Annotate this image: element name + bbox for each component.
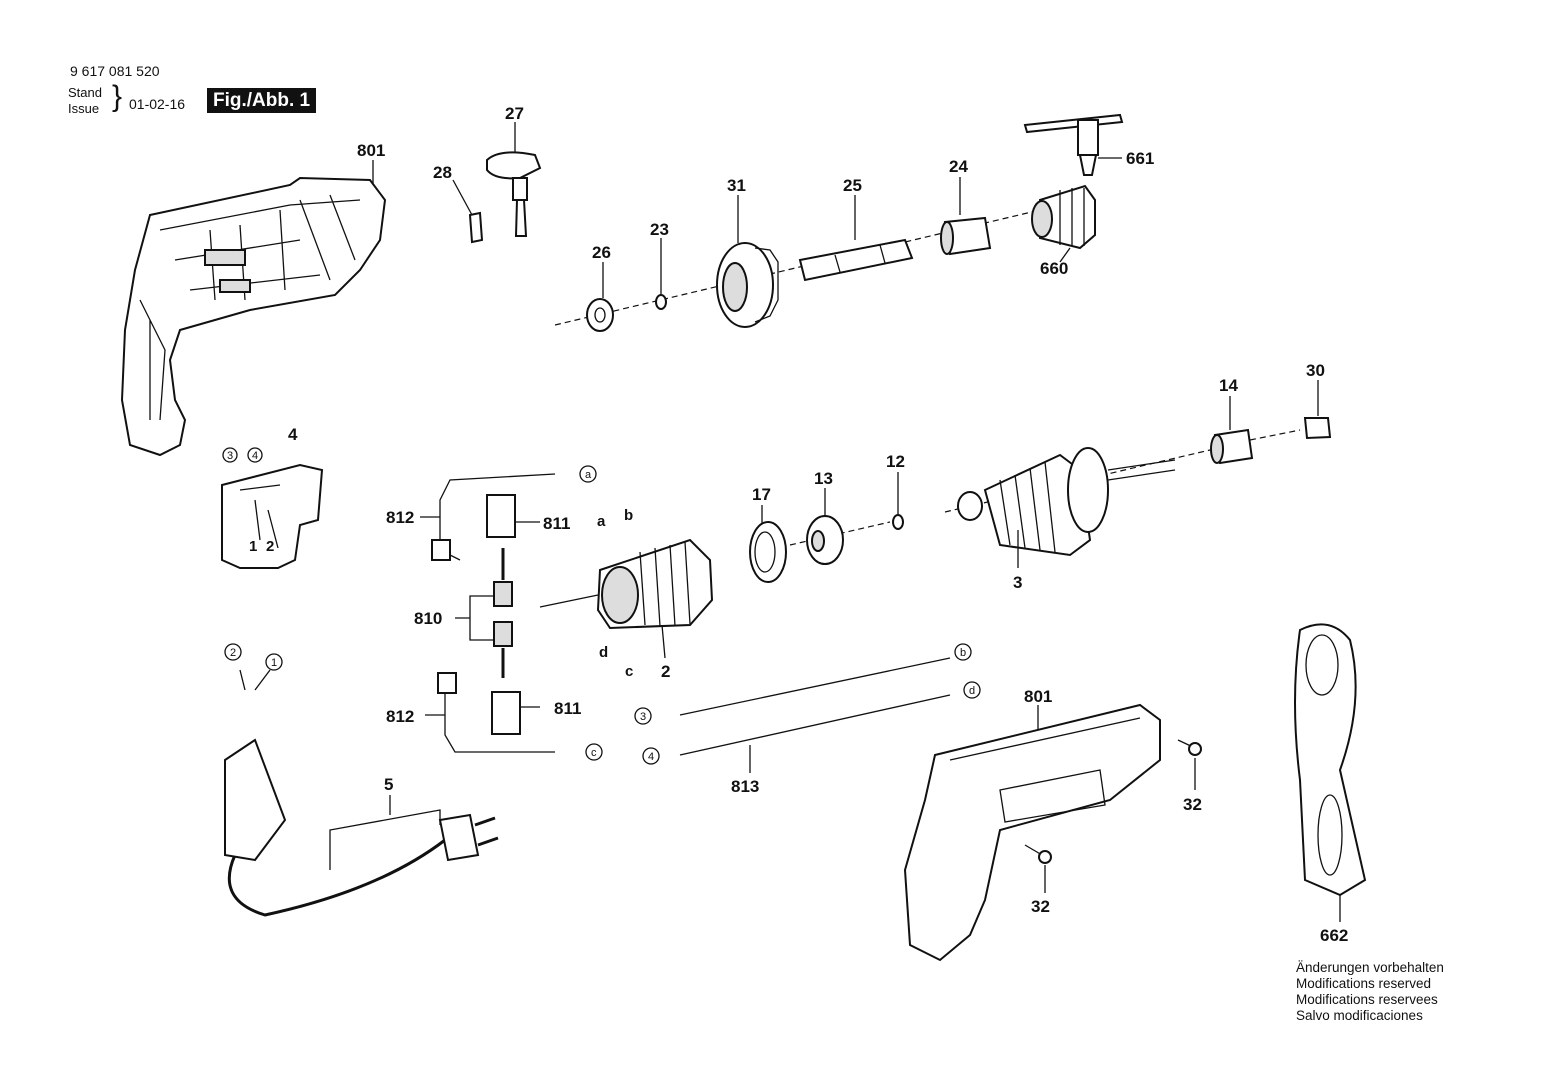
- label-813: 813: [731, 777, 759, 796]
- switch-terminal-2: 2: [266, 538, 274, 555]
- label-3: 3: [1013, 573, 1022, 592]
- pad-30: [1303, 417, 1332, 440]
- label-662: 662: [1320, 926, 1348, 945]
- label-4: 4: [288, 425, 298, 444]
- label-b: b: [624, 507, 633, 524]
- wire-812-top: [420, 473, 556, 561]
- washer-23: [655, 294, 667, 310]
- fan-17: [749, 521, 787, 583]
- label-24: 24: [949, 157, 968, 176]
- label-661: 661: [1126, 149, 1154, 168]
- label-13: 13: [814, 469, 833, 488]
- label-31: 31: [727, 176, 746, 195]
- bearing-24: [940, 216, 992, 256]
- note-es: Salvo modificaciones: [1296, 1008, 1423, 1023]
- callout-c: c: [591, 747, 597, 759]
- screw-32-right: [1177, 739, 1202, 756]
- screw-32-left: [1024, 844, 1052, 864]
- label-660: 660: [1040, 259, 1068, 278]
- stator-2: [539, 538, 714, 630]
- label-12: 12: [886, 452, 905, 471]
- chuck-key-661: [1023, 113, 1124, 176]
- brush-holder-811-bottom: [491, 691, 540, 735]
- callout-b: b: [960, 647, 966, 659]
- label-23: 23: [650, 220, 669, 239]
- note-en: Modifications reserved: [1296, 976, 1432, 991]
- label-27: 27: [505, 104, 524, 123]
- callout-d: d: [969, 685, 975, 697]
- washer-12: [892, 514, 904, 530]
- note-fr: Modifications reservees: [1296, 992, 1438, 1007]
- selector-knob-27: [486, 151, 542, 237]
- figure-badge: Fig./Abb. 1: [207, 88, 317, 113]
- label-801-top: 801: [357, 141, 385, 160]
- brush-holder-811-top: [486, 494, 540, 538]
- issue-label: Issue: [68, 101, 100, 116]
- modification-notes: Änderungen vorbehalten Modifications res…: [1296, 960, 1444, 1024]
- housing-801-bottom: [903, 703, 1161, 962]
- label-32-left: 32: [1031, 897, 1050, 916]
- label-26: 26: [592, 243, 611, 262]
- switch-terminal-4: 4: [252, 450, 258, 462]
- label-2: 2: [661, 662, 670, 681]
- switch-terminal-3: 3: [227, 450, 233, 462]
- label-28: 28: [433, 163, 452, 182]
- wire-812-bottom: [425, 672, 555, 753]
- stand-label: Stand: [68, 85, 102, 100]
- pin-28: [468, 211, 484, 244]
- switch-4: [221, 463, 324, 569]
- label-811-bottom: 811: [554, 699, 581, 718]
- wire-terminal-3: 3: [640, 711, 646, 723]
- housing-801-top: [120, 176, 387, 457]
- callout-circles: [222, 447, 981, 765]
- chuck-660: [1031, 184, 1096, 250]
- carbon-brushes-810: [455, 548, 513, 678]
- bearing-14: [1210, 428, 1254, 465]
- cord-terminal-1: 1: [271, 657, 277, 669]
- nut-26: [586, 298, 614, 332]
- power-cord-5: [224, 669, 499, 917]
- callout-a: a: [585, 469, 592, 481]
- brace-glyph: }: [112, 80, 123, 113]
- label-a: a: [597, 513, 606, 530]
- label-30: 30: [1306, 361, 1325, 380]
- pinion-13: [806, 515, 844, 565]
- cord-terminal-2: 2: [230, 647, 236, 659]
- label-d: d: [599, 644, 608, 661]
- label-32-right: 32: [1183, 795, 1202, 814]
- label-811-top: 811: [543, 514, 570, 533]
- armature-3: [957, 447, 1176, 557]
- label-c: c: [625, 663, 633, 680]
- label-812-bottom: 812: [386, 707, 414, 726]
- label-17: 17: [752, 485, 771, 504]
- auxiliary-handle-662: [1294, 623, 1367, 897]
- label-810: 810: [414, 609, 442, 628]
- note-de: Änderungen vorbehalten: [1296, 960, 1444, 975]
- label-5: 5: [384, 775, 393, 794]
- label-801-bottom: 801: [1024, 687, 1052, 706]
- spindle-25: [798, 238, 914, 282]
- issue-date: 01-02-16: [129, 96, 186, 112]
- label-14: 14: [1219, 376, 1238, 395]
- wire-terminal-4: 4: [648, 751, 654, 763]
- label-25: 25: [843, 176, 862, 195]
- document-number: 9 617 081 520: [70, 63, 160, 79]
- switch-terminal-1: 1: [249, 538, 257, 555]
- gear-31: [716, 242, 779, 328]
- wires-813: [679, 657, 951, 773]
- leader-lines: [372, 122, 1341, 922]
- label-812-top: 812: [386, 508, 414, 527]
